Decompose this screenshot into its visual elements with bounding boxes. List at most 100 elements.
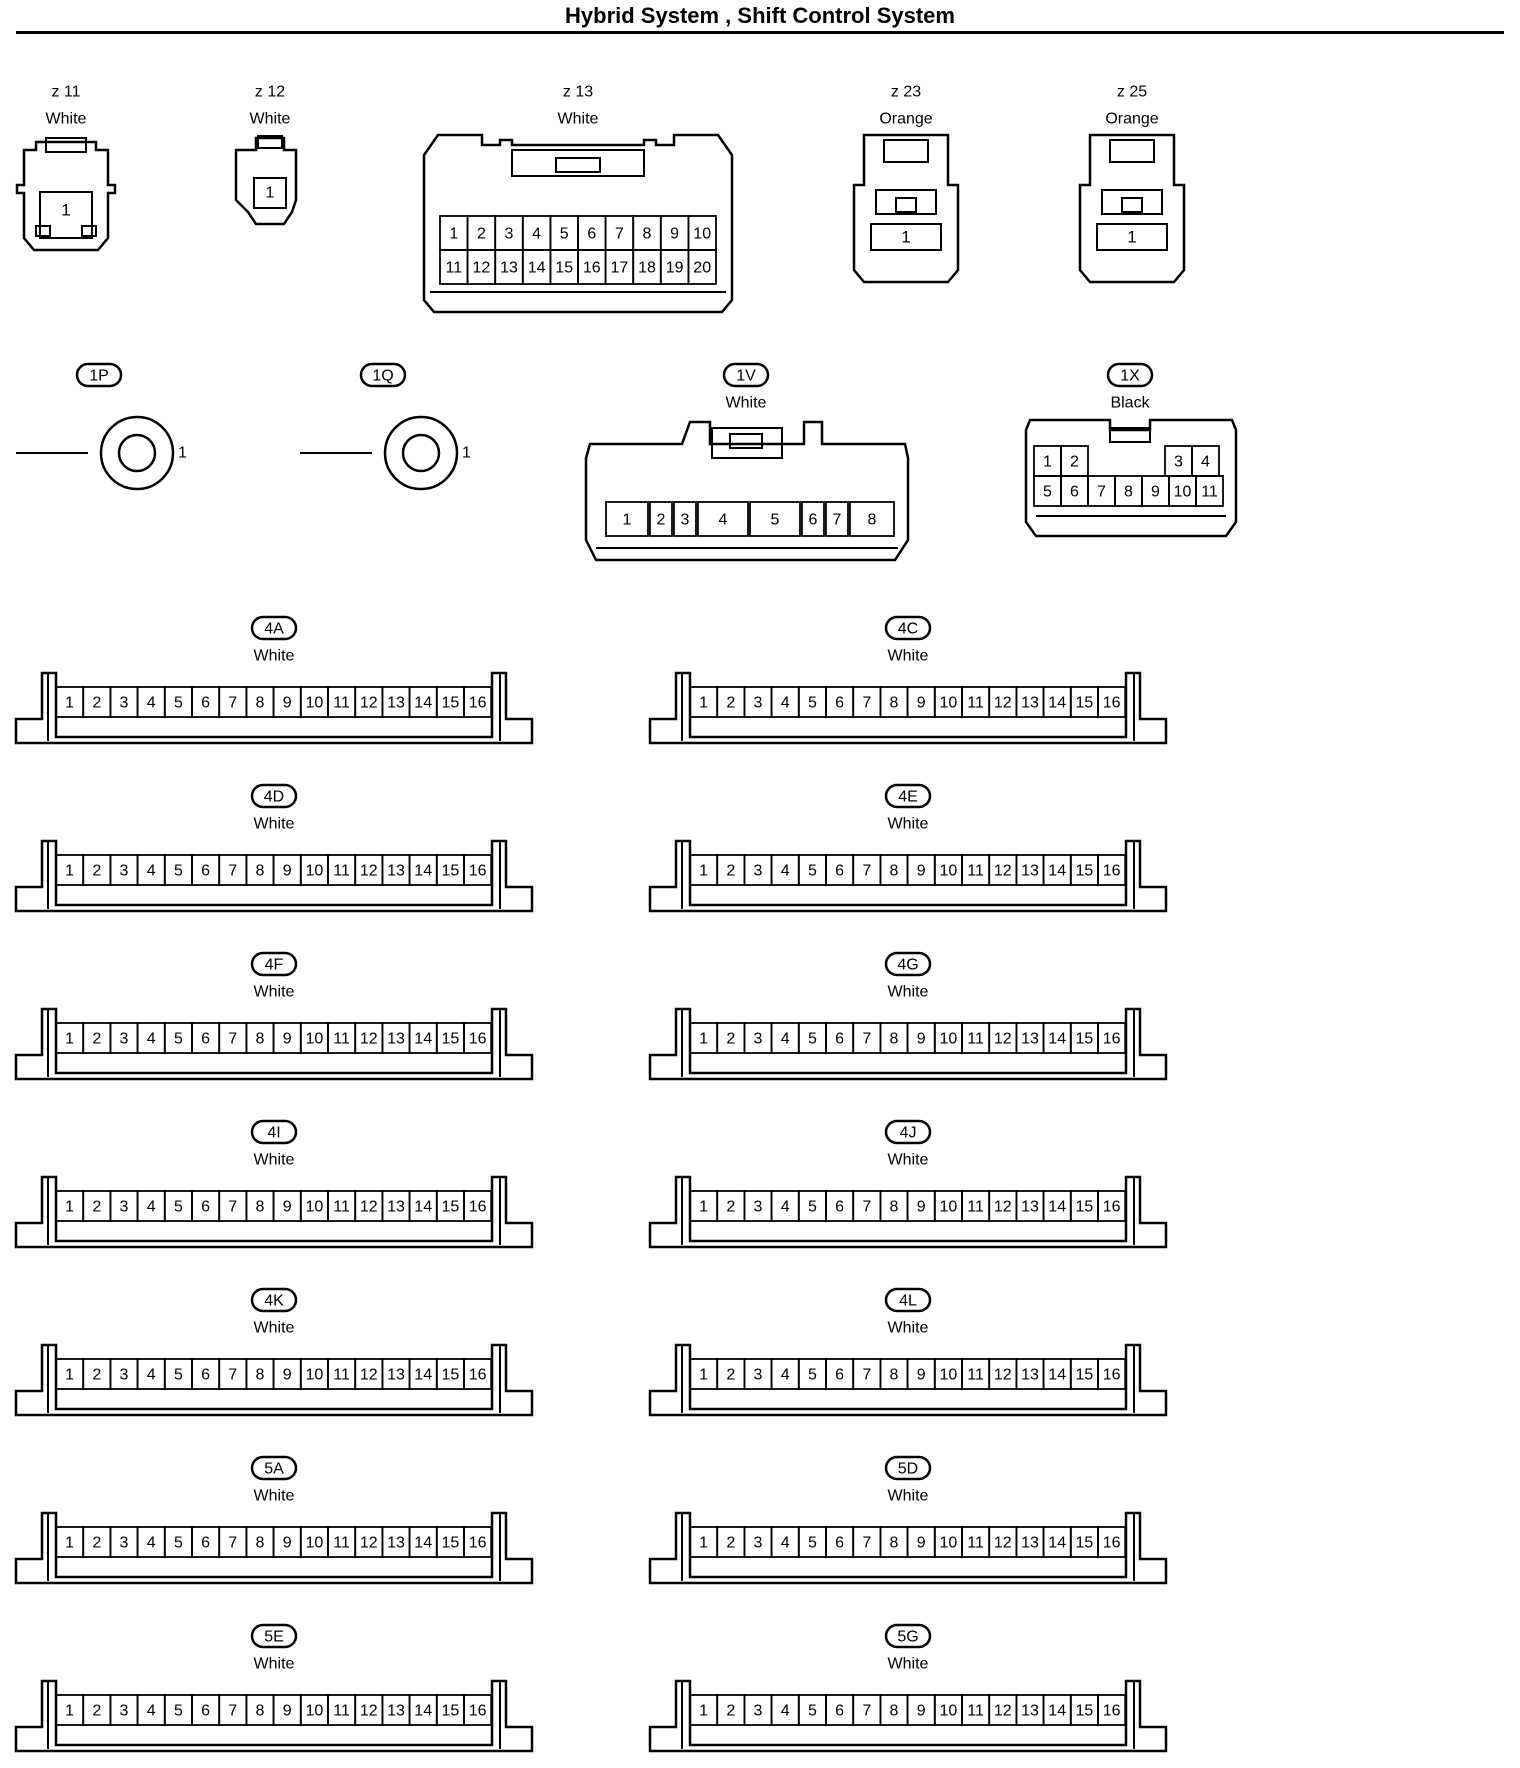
pin-number: 3 [754, 1703, 763, 1720]
pin-number: 13 [1021, 1367, 1039, 1384]
connector-code: 5A [264, 1461, 284, 1478]
outline [511, 149, 645, 177]
pin-number: 4 [532, 226, 541, 243]
pin-number: 7 [862, 1367, 871, 1384]
pin-number: 12 [994, 1367, 1012, 1384]
connector-color: White [888, 816, 929, 833]
pin-number: 15 [555, 260, 573, 277]
pin-cell [749, 501, 801, 537]
pin-number: 7 [862, 695, 871, 712]
connector-color: White [888, 984, 929, 1001]
pin-number: 4 [147, 1535, 156, 1552]
outline [35, 225, 51, 237]
pin-cell [687, 249, 717, 285]
pin-number: 7 [228, 1367, 237, 1384]
pin-number: 12 [360, 695, 378, 712]
pin-number: 6 [587, 226, 596, 243]
pin-number: 4 [147, 1031, 156, 1048]
pin-number: 11 [333, 1703, 350, 1720]
outline [1109, 427, 1151, 443]
pin-number: 4 [781, 695, 790, 712]
outline [883, 139, 929, 163]
terminal-1P: 1P1 [16, 362, 187, 491]
pin-number: 12 [360, 1367, 378, 1384]
pin-number: 10 [1174, 484, 1192, 501]
pin-number: 5 [174, 1199, 183, 1216]
outline [45, 137, 87, 153]
pin-number: 11 [967, 1367, 984, 1384]
code-pill [75, 362, 123, 388]
pin-number: 14 [1048, 863, 1066, 880]
pin-number: 2 [92, 695, 101, 712]
terminal-1Q: 1Q1 [300, 362, 471, 491]
pin-number: 16 [1103, 1535, 1121, 1552]
pin-number: 13 [387, 1031, 405, 1048]
connector-color: White [888, 1656, 929, 1673]
pin-number: 1 [65, 1031, 74, 1048]
outline [852, 133, 960, 284]
pin-number: 3 [120, 1535, 129, 1552]
pin-number: 10 [693, 226, 711, 243]
pin-number: 14 [414, 1703, 432, 1720]
pin-number: 2 [92, 1703, 101, 1720]
pin-cell [673, 501, 697, 537]
connector-color: White [254, 1152, 295, 1169]
pin-number: 6 [201, 1367, 210, 1384]
pin-number: 12 [360, 1703, 378, 1720]
pin-number: 2 [92, 1199, 101, 1216]
pin-number: 8 [256, 1367, 265, 1384]
pin-cell [1097, 854, 1127, 886]
pin-number: 6 [201, 1535, 210, 1552]
pin-number: 6 [1070, 484, 1079, 501]
pin-cell [463, 686, 493, 718]
pin-number: 3 [754, 1367, 763, 1384]
pin-number: 2 [726, 1199, 735, 1216]
pin-number: 6 [835, 695, 844, 712]
connector-color: White [888, 1152, 929, 1169]
connector-code: 4F [265, 957, 284, 974]
pin-number: 8 [890, 1031, 899, 1048]
pin-number: 7 [833, 512, 842, 529]
pin-number: 14 [528, 260, 546, 277]
pin-cell [649, 501, 673, 537]
pin-number: 15 [442, 695, 460, 712]
pin-number: 2 [726, 1031, 735, 1048]
pin-number: 14 [1048, 1031, 1066, 1048]
pin-number: 5 [808, 863, 817, 880]
pin-number: 14 [414, 1535, 432, 1552]
pin-number: 5 [1043, 484, 1052, 501]
outline [253, 177, 287, 209]
pin-number: 9 [917, 1703, 926, 1720]
pin-number: 3 [754, 1535, 763, 1552]
code-pill [1106, 362, 1154, 388]
pin-number: 11 [967, 695, 984, 712]
pin-number: 9 [917, 863, 926, 880]
pin-number: 11 [333, 1031, 350, 1048]
connector-code: z 23 [891, 84, 921, 101]
pin-number: 16 [469, 1535, 487, 1552]
connector-code: 4J [900, 1125, 917, 1142]
pin-number: 7 [228, 695, 237, 712]
connector-code: 1V [736, 368, 756, 385]
pin-number: 13 [387, 1367, 405, 1384]
pin-number: 10 [306, 1031, 324, 1048]
pin-number: 8 [256, 1199, 265, 1216]
pin-number: 4 [147, 1703, 156, 1720]
connector-code: 4A [264, 621, 284, 638]
outline [14, 1007, 534, 1081]
pin-number: 4 [147, 1199, 156, 1216]
pin-number: 6 [201, 1031, 210, 1048]
pin-number: 1 [266, 185, 275, 202]
pin-cell [1097, 1526, 1127, 1558]
outline [648, 671, 1168, 745]
pin-number: 13 [1021, 863, 1039, 880]
outline [1096, 223, 1168, 251]
code-pill [884, 1287, 932, 1313]
pin-number: 7 [228, 1199, 237, 1216]
connector-color: White [254, 816, 295, 833]
pin-number: 15 [1076, 695, 1094, 712]
pin-number: 4 [781, 1031, 790, 1048]
